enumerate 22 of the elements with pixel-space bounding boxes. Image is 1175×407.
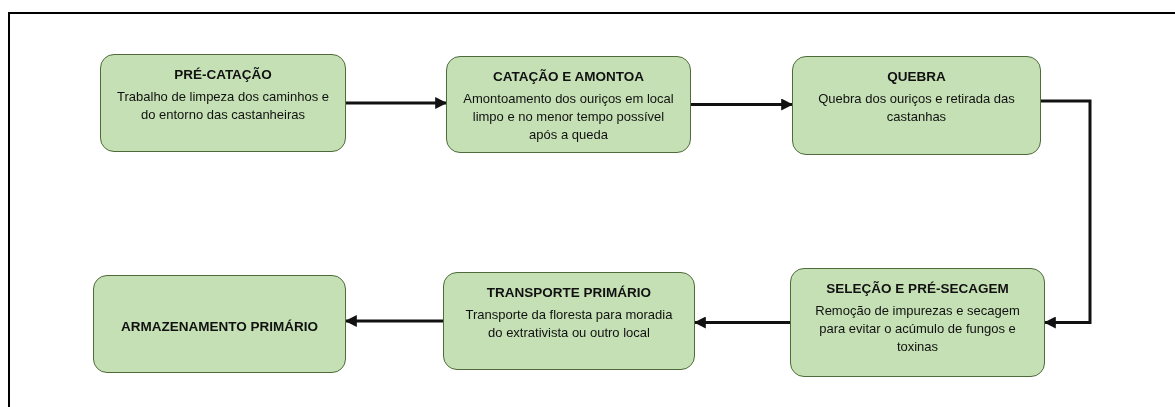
step-description: Quebra dos ouriços e retirada das castanhas — [817, 90, 1016, 127]
step-description: Transporte da floresta para moradia do extrativista ou outro local — [464, 306, 674, 343]
step-description: Remoção de impurezas e secagem para evitar o acúmulo de fungos e toxinas — [814, 302, 1021, 357]
step-title: ARMAZENAMENTO PRIMÁRIO — [121, 318, 318, 334]
step-title: QUEBRA — [887, 69, 946, 84]
step-title: PRÉ-CATAÇÃO — [174, 67, 272, 82]
arrow — [346, 97, 448, 109]
arrow — [693, 316, 790, 329]
step-description: Amontoamento dos ouriços em local limpo e no menor tempo possível após a queda — [463, 90, 674, 145]
process-box — [792, 56, 1041, 155]
process-box — [93, 275, 346, 373]
step-title: CATAÇÃO E AMONTOA — [493, 69, 644, 84]
process-box — [790, 268, 1045, 377]
process-box — [100, 54, 346, 152]
step-title: TRANSPORTE PRIMÁRIO — [486, 285, 652, 300]
arrow — [1041, 99, 1092, 329]
step-title: SELEÇÃO E PRÉ-SECAGEM — [826, 281, 1009, 296]
arrow — [691, 98, 794, 111]
process-box — [443, 272, 695, 370]
process-box — [446, 56, 691, 153]
arrow — [344, 315, 443, 327]
step-description: Trabalho de limpeza dos caminhos e do entorno das castanheiras — [117, 88, 329, 125]
